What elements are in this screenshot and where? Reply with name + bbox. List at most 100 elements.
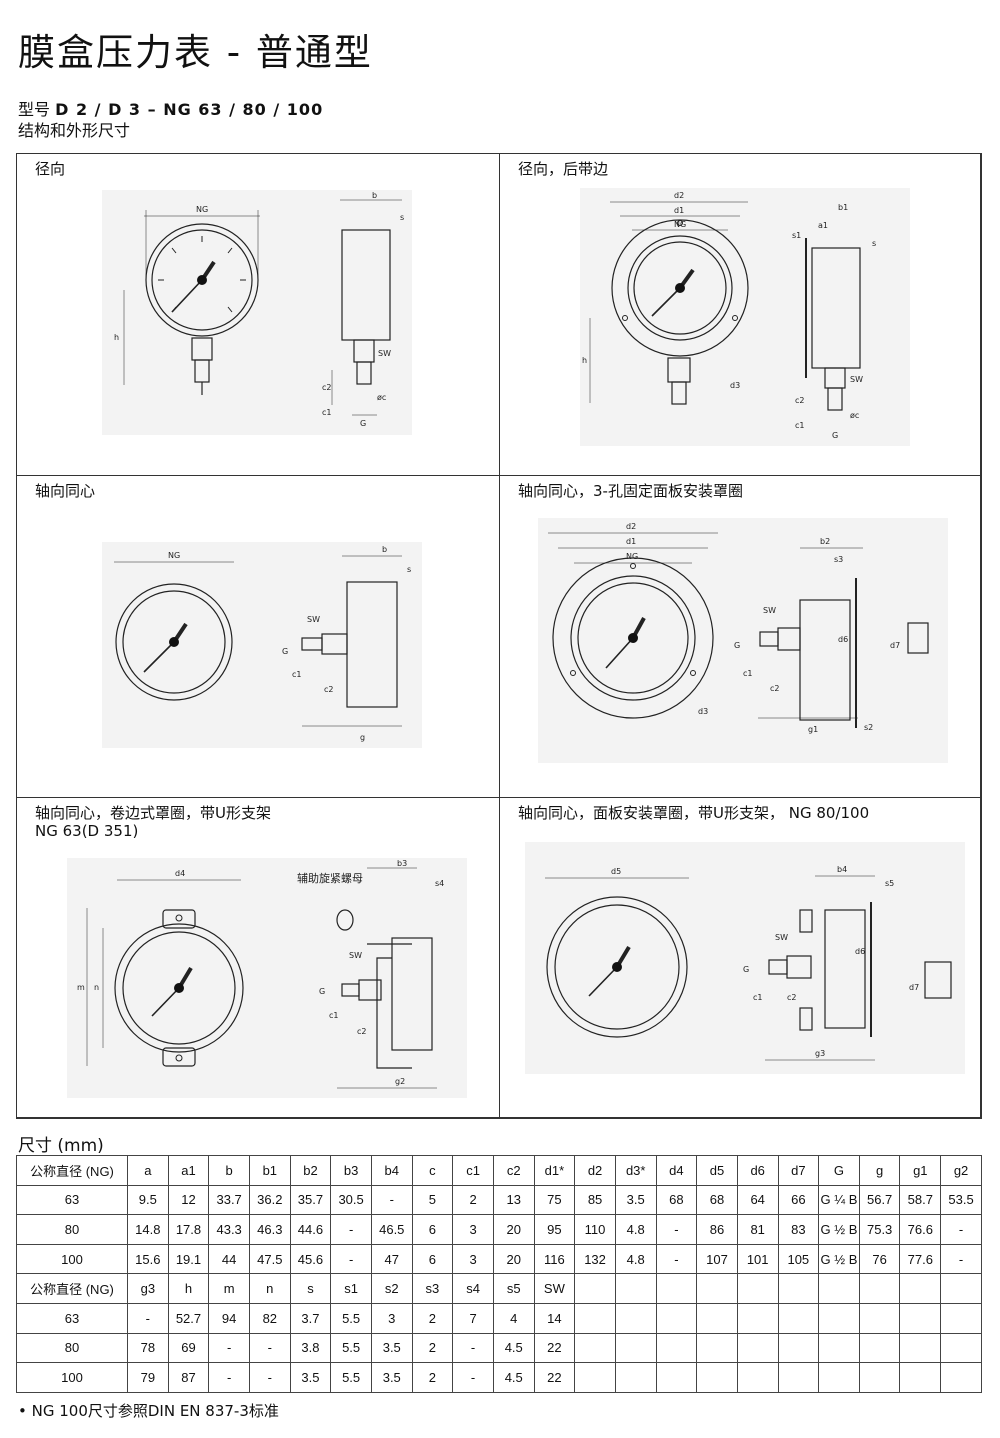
label-d2: d2: [674, 191, 684, 200]
table-cell: [899, 1332, 942, 1364]
table-cell: 35.7: [289, 1184, 332, 1216]
table-cell: 30.5: [330, 1184, 372, 1216]
label-h: h: [582, 356, 587, 365]
table-cell: 22: [533, 1362, 576, 1393]
table-cell: -: [330, 1243, 372, 1275]
table-cell: 14.8: [127, 1214, 169, 1245]
table-cell: 14: [533, 1302, 576, 1334]
table-cell: [899, 1302, 942, 1334]
table-cell: 47.5: [248, 1243, 291, 1275]
table-cell: [696, 1302, 738, 1334]
table-cell: 6: [411, 1214, 454, 1245]
table-cell: b1: [248, 1155, 291, 1186]
table-cell: 17.8: [167, 1214, 210, 1245]
table-cell: 4.5: [492, 1332, 535, 1364]
table-cell: 100: [16, 1362, 128, 1393]
table-cell: d6: [736, 1155, 779, 1186]
label-d5: d5: [611, 867, 621, 876]
table-cell: [899, 1362, 942, 1393]
label-sw: SW: [775, 933, 788, 942]
table-cell: a1: [167, 1155, 210, 1186]
radial-drawing-svg: NG h b s SW c2 c1 G øc: [114, 191, 404, 428]
drawing-grid: 径向: [16, 153, 982, 1119]
footnote: • NG 100尺寸参照DIN EN 837-3标准: [18, 1402, 279, 1420]
table-cell: 68: [655, 1184, 698, 1216]
label-s: s: [400, 213, 404, 222]
label-d7: d7: [890, 641, 900, 650]
label-s: s: [872, 239, 876, 248]
table-cell: [736, 1332, 779, 1364]
panel-radial: 径向: [17, 154, 500, 476]
table-cell: 5.5: [330, 1302, 372, 1334]
table-cell: 44: [208, 1243, 250, 1275]
table-cell: [696, 1332, 738, 1364]
table-cell: 22: [533, 1332, 576, 1364]
table-cell: [940, 1273, 982, 1304]
panel-label: 径向，后带边: [518, 160, 609, 178]
table-cell: 58.7: [899, 1184, 942, 1216]
table-cell: G ½ B: [818, 1243, 860, 1275]
table-cell: 52.7: [167, 1302, 210, 1334]
radial-flange-drawing-svg: d2 d1 NG h d3 b1 a1 s1 s SW c2 c1 G øc: [582, 191, 876, 440]
label-gdim: g: [360, 733, 365, 742]
table-cell: [655, 1362, 698, 1393]
table-cell: [940, 1362, 982, 1393]
label-g2: g2: [395, 1077, 405, 1086]
label-g3: g3: [815, 1049, 825, 1058]
table-cell: -: [655, 1243, 698, 1275]
label-c2: c2: [795, 396, 805, 405]
label-d3: d3: [698, 707, 708, 716]
table-cell: 66: [777, 1184, 820, 1216]
table-cell: 63: [16, 1302, 128, 1334]
label-c2: c2: [322, 383, 332, 392]
label-s: s: [407, 565, 411, 574]
table-cell: 107: [696, 1243, 738, 1275]
label-m: m: [77, 983, 85, 992]
drawing-axial-ubracket-63: d4 m n 辅助旋紧螺母 b3 s4 SW G c1 c2 g2: [67, 858, 467, 1098]
label-b: b: [372, 191, 377, 200]
label-g: G: [832, 431, 838, 440]
table-cell: c2: [492, 1155, 535, 1186]
table-cell: 87: [167, 1362, 210, 1393]
label-d6: d6: [838, 635, 848, 644]
label-c2: c2: [787, 993, 797, 1002]
table-cell: [655, 1273, 698, 1304]
table-cell: d3*: [614, 1155, 657, 1186]
table-cell: 80: [16, 1332, 128, 1364]
label-g: G: [282, 647, 288, 656]
table-cell: d5: [696, 1155, 738, 1186]
table-cell: 3.8: [289, 1332, 332, 1364]
table-cell: [777, 1332, 820, 1364]
table-cell: 100: [16, 1243, 128, 1275]
label-ng: NG: [168, 551, 180, 560]
label-d7: d7: [909, 983, 919, 992]
table-cell: m: [208, 1273, 250, 1304]
subtitle: 结构和外形尺寸: [18, 121, 131, 140]
table-cell: -: [370, 1184, 413, 1216]
table-cell: G: [818, 1155, 860, 1186]
table-cell: 46.5: [370, 1214, 413, 1245]
table-cell: c1: [452, 1155, 494, 1186]
table-cell: 2: [411, 1362, 454, 1393]
table-cell: 76.6: [899, 1214, 942, 1245]
table-cell: 47: [370, 1243, 413, 1275]
table-cell: 2: [411, 1302, 454, 1334]
table-cell: -: [655, 1214, 698, 1245]
table-cell: G ½ B: [818, 1214, 860, 1245]
model-prefix: 型号: [18, 100, 51, 119]
label-d1: d1: [674, 206, 684, 215]
table-cell: [614, 1332, 657, 1364]
table-cell: 6: [411, 1243, 454, 1275]
table-cell: 79: [127, 1362, 169, 1393]
table-cell: [736, 1273, 779, 1304]
label-c1: c1: [322, 408, 332, 417]
table-cell: 3.5: [370, 1332, 413, 1364]
table-cell: 公称直径 (NG): [16, 1155, 128, 1186]
table-cell: 94: [208, 1302, 250, 1334]
dimensions-title: 尺寸 (mm): [18, 1136, 104, 1156]
table-cell: 85: [574, 1184, 616, 1216]
table-cell: b4: [370, 1155, 413, 1186]
label-c2: c2: [357, 1027, 367, 1036]
label-s2: s2: [864, 723, 873, 732]
